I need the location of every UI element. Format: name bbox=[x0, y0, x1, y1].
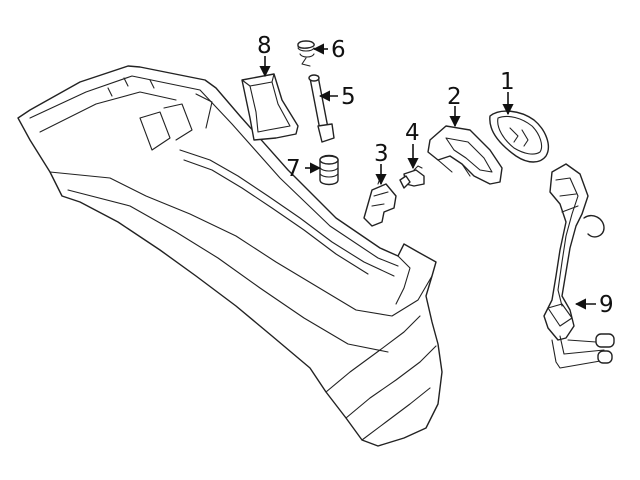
callout-9: 9 bbox=[599, 292, 614, 318]
callout-2: 2 bbox=[447, 84, 462, 110]
callout-5: 5 bbox=[341, 84, 356, 110]
callout-6: 6 bbox=[331, 37, 346, 63]
bumper-cover bbox=[17, 65, 443, 447]
callout-4: 4 bbox=[405, 120, 420, 146]
bracket-part-8 bbox=[241, 73, 299, 141]
reflector-lamp-part-1 bbox=[489, 110, 550, 163]
reflector-bracket-part-2 bbox=[427, 125, 503, 185]
callout-3: 3 bbox=[374, 141, 389, 167]
wiring-harness-part-9 bbox=[543, 163, 615, 369]
push-pin-part-4 bbox=[399, 165, 425, 189]
retainer-clip-part-3 bbox=[363, 177, 397, 227]
callout-8: 8 bbox=[257, 33, 272, 59]
spring-part-6 bbox=[297, 40, 315, 67]
bushing-part-7 bbox=[319, 154, 339, 186]
callout-1: 1 bbox=[500, 69, 515, 95]
rod-part-5 bbox=[308, 74, 335, 143]
callout-7: 7 bbox=[286, 156, 301, 182]
